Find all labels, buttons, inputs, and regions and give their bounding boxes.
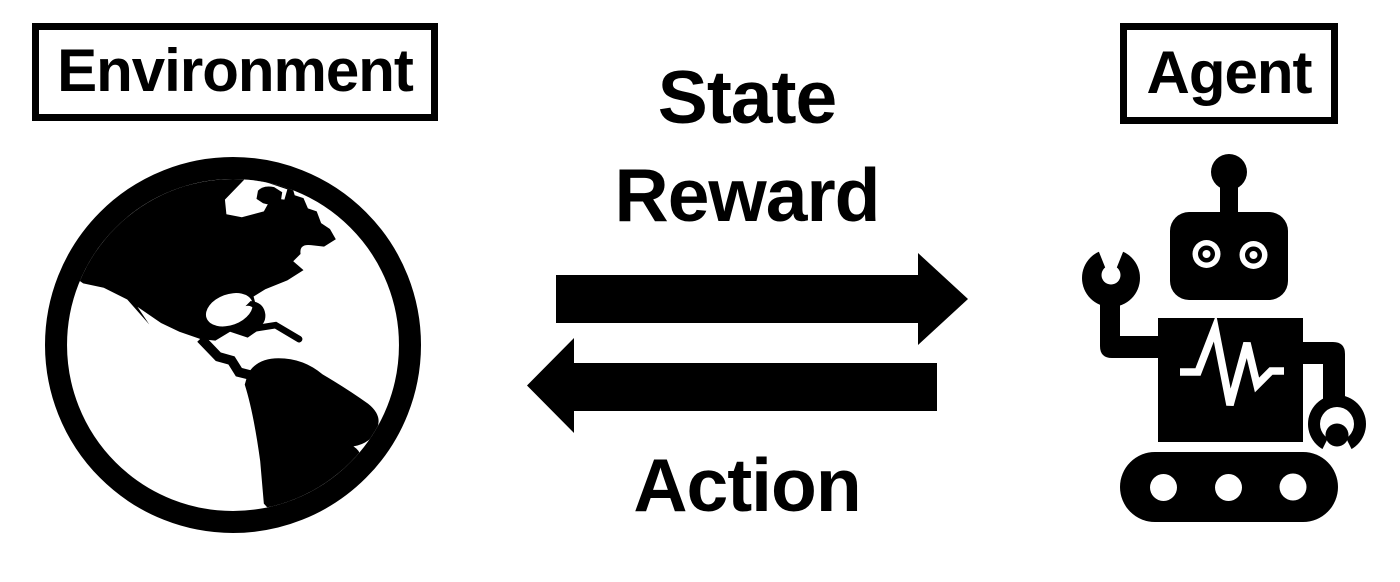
- globe-americas-icon: [45, 157, 421, 533]
- environment-label: Environment: [57, 37, 414, 104]
- reward-label: Reward: [614, 153, 881, 237]
- action-label: Action: [633, 443, 861, 527]
- robot-icon: [1082, 154, 1366, 522]
- agent-box: Agent: [1120, 23, 1338, 124]
- agent-label: Agent: [1146, 38, 1313, 106]
- state-reward-arrow-icon: [556, 253, 968, 345]
- state-label: State: [657, 55, 837, 139]
- action-labels: Action: [547, 436, 947, 534]
- state-reward-labels: State Reward: [547, 48, 947, 244]
- environment-box: Environment: [32, 23, 438, 121]
- action-arrow-icon: [527, 338, 937, 433]
